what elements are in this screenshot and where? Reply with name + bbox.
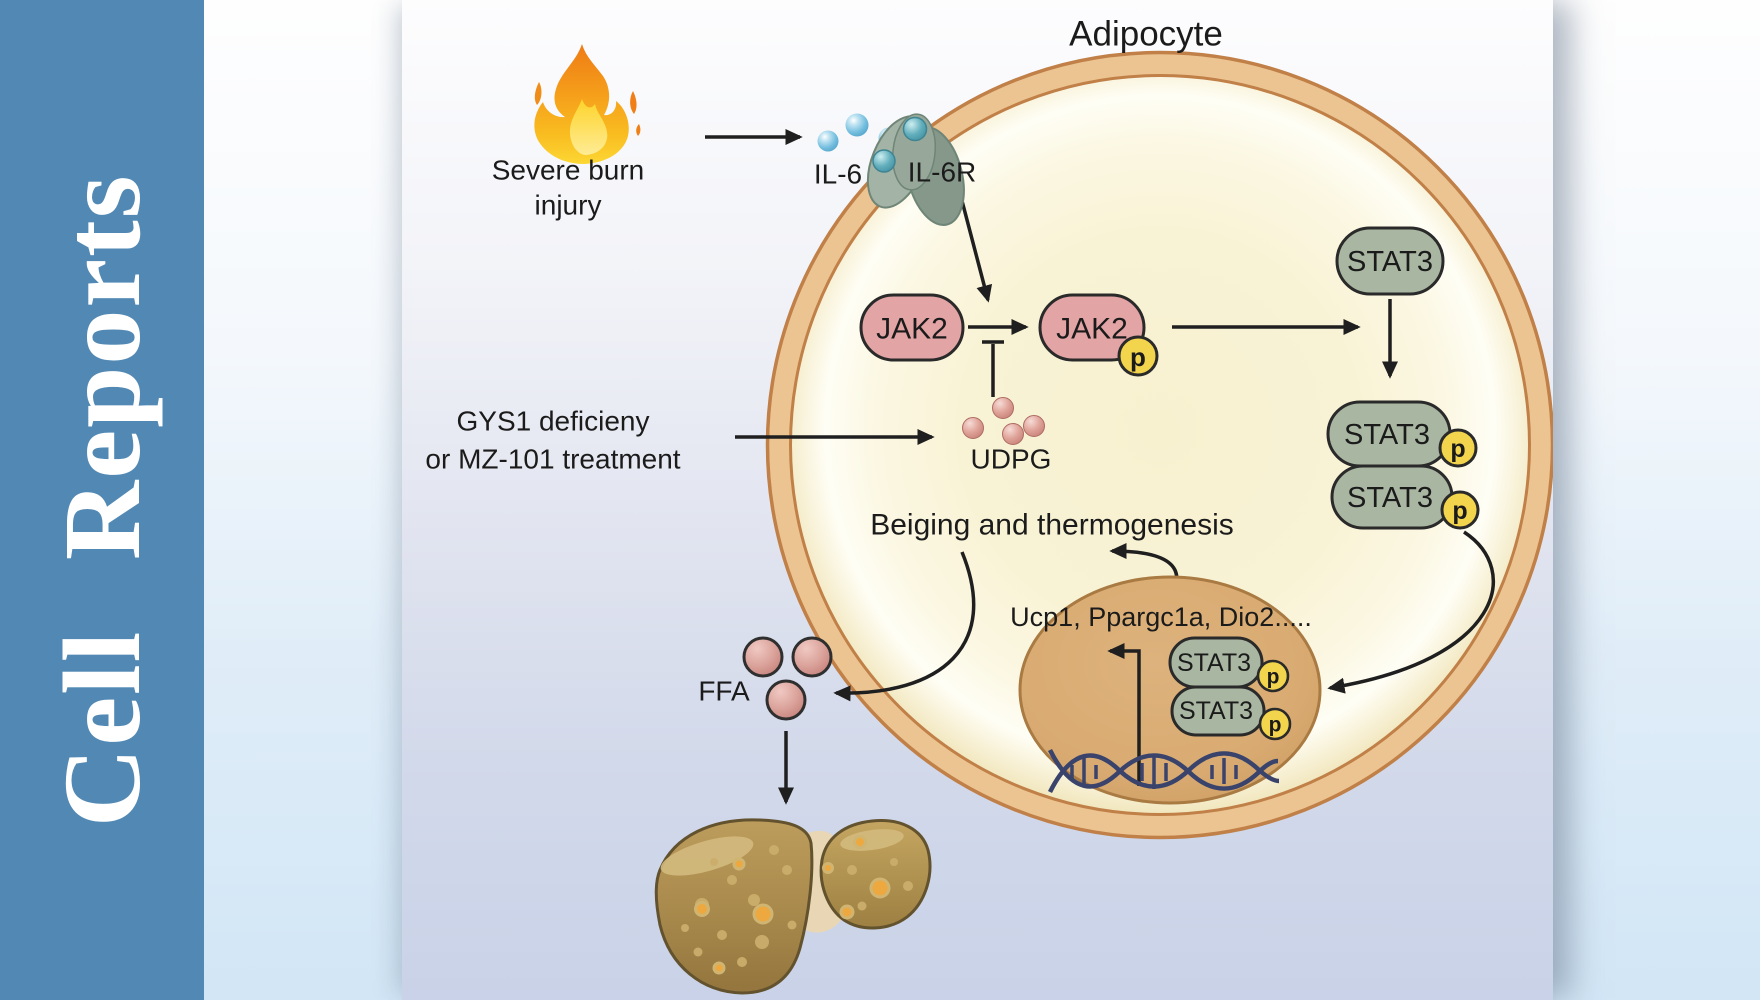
arrow-stat3dimer-to-nucleus	[1327, 530, 1496, 694]
phospho-badge	[1258, 707, 1292, 741]
stimulus-label: Severe burn injury	[492, 155, 645, 221]
jak2-active-pill: JAK2 p	[1038, 293, 1159, 377]
outcome-label: Beiging and thermogenesis	[870, 509, 1234, 542]
stat3-dimer-label-1: STAT3	[1344, 419, 1430, 451]
cell-membrane-outer-edge	[765, 50, 1555, 840]
phospho-label: p	[1267, 666, 1280, 689]
intervention-line2: or MZ-101 treatment	[425, 444, 680, 475]
arrow-il6r-to-jak2	[959, 196, 993, 303]
udpg-label: UDPG	[971, 444, 1052, 475]
phospho-badge	[1440, 490, 1480, 530]
udpg-dots	[962, 397, 1045, 445]
stimulus-line1: Severe burn	[492, 155, 645, 186]
stat3-pill: STAT3	[1335, 226, 1445, 296]
journal-title-word-reports: Reports	[41, 172, 163, 560]
journal-title: Cell Reports	[41, 173, 163, 827]
cell-title: Adipocyte	[1069, 15, 1223, 54]
il6r-label: IL-6R	[908, 157, 976, 188]
journal-title-word-cell: Cell	[41, 629, 163, 828]
phospho-label: p	[1269, 714, 1282, 737]
jak2-active-label: JAK2	[1056, 313, 1128, 346]
liver-icon	[654, 818, 932, 995]
phospho-label: p	[1130, 342, 1146, 372]
jak2-pill: JAK2	[859, 293, 965, 362]
stimulus-line2: injury	[535, 190, 602, 221]
pathway-diagram: Adipocyte Severe burn injury	[425, 15, 1555, 995]
jak2-label: JAK2	[876, 313, 948, 346]
ffa-dots	[742, 636, 833, 721]
ffa-label: FFA	[698, 676, 750, 707]
cell-membrane	[768, 53, 1552, 837]
phospho-label: p	[1450, 435, 1465, 463]
stat3-dimer-label-2: STAT3	[1347, 482, 1433, 514]
liver-spots	[681, 835, 913, 975]
il6r-receptor-icon	[866, 113, 965, 226]
dna-helix	[1047, 748, 1280, 794]
phospho-badge	[1117, 335, 1159, 377]
nuclear-stat3-label-2: STAT3	[1179, 697, 1253, 725]
nuclear-stat3-label-1: STAT3	[1177, 649, 1251, 677]
journal-sidebar: Cell Reports	[0, 0, 204, 1000]
inhibition-tbar	[982, 340, 1004, 397]
phospho-label: p	[1452, 497, 1467, 525]
phospho-badge	[1256, 659, 1290, 693]
stat3-phospho-dimer: STAT3 p STAT3 p	[1326, 400, 1480, 530]
fire-icon	[534, 44, 641, 164]
cell-membrane-inner-edge	[789, 74, 1531, 816]
arrow-outcome-to-ffa	[833, 551, 976, 702]
nuclear-stat3-dimer: STAT3 p STAT3 p	[1168, 636, 1292, 741]
intervention-line1: GYS1 deficieny	[457, 406, 650, 437]
il6-label: IL-6	[814, 159, 862, 190]
target-genes-label: Ucp1, Ppargc1a, Dio2.....	[1010, 602, 1312, 632]
intervention-label: GYS1 deficieny or MZ-101 treatment	[425, 406, 680, 475]
stat3-label: STAT3	[1347, 246, 1433, 278]
phospho-badge	[1438, 428, 1478, 468]
nucleus: Ucp1, Ppargc1a, Dio2..... STAT3 p STAT3 …	[1010, 575, 1322, 805]
arrow-transcription	[1107, 642, 1141, 786]
graphical-abstract-figure: Adipocyte Severe burn injury	[402, 0, 1555, 1000]
